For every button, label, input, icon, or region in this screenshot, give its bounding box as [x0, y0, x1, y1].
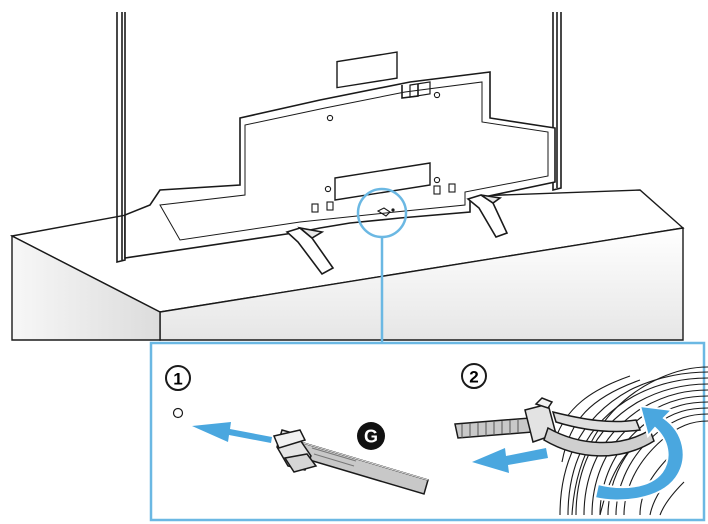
step-1-number: 1 — [173, 370, 182, 389]
cable-tie-g — [272, 429, 429, 495]
cable-tie-strap — [454, 397, 655, 457]
part-g-label: G — [364, 427, 378, 447]
wrap-arrow-icon — [593, 404, 685, 502]
step-2-badge-icon — [461, 363, 487, 389]
pull-arrow-icon — [472, 448, 548, 473]
mounting-hole — [172, 407, 184, 419]
step-1: 1 G — [165, 365, 429, 495]
step-2-number: 2 — [469, 368, 478, 387]
part-g-badge-icon — [357, 422, 385, 450]
step-2: 2 — [454, 363, 708, 516]
step-1-badge-icon — [165, 365, 191, 391]
insert-arrow-icon — [192, 422, 272, 443]
tv-rear-view — [116, 12, 562, 264]
tv-stand-feet — [285, 194, 509, 276]
